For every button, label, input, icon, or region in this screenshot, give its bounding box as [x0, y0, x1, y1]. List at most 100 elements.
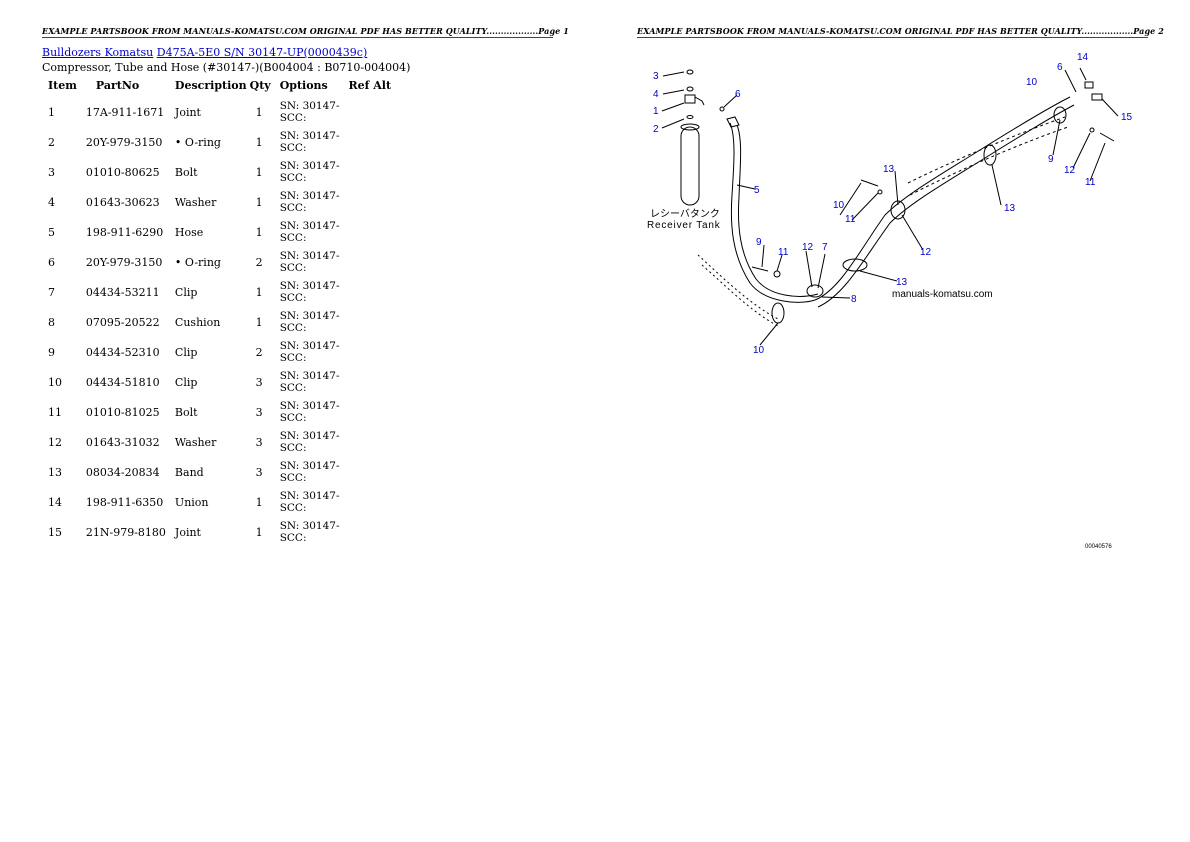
description-cell: Bolt [174, 165, 198, 179]
description-cell: Joint [174, 525, 201, 539]
options-scc: SCC: [279, 262, 307, 274]
bolt-11-b [860, 179, 879, 187]
partno-cell: 17A-911-1671 [85, 105, 165, 119]
options-cell: SN: 30147-SCC: [274, 457, 343, 487]
item-cell: 3 [48, 165, 55, 179]
bolt-11-c [1099, 132, 1115, 142]
item-cell: 9 [48, 345, 55, 359]
column-header-qty: Qty [249, 78, 271, 92]
partno-cell: 01010-81025 [85, 405, 160, 419]
options-sn: SN: 30147- [279, 370, 340, 382]
band-13-a [842, 258, 868, 272]
item-cell: 4 [48, 195, 55, 209]
washer-part [686, 86, 694, 92]
hose-line-b [736, 124, 819, 297]
options-scc: SCC: [279, 322, 307, 334]
qty-cell: 1 [255, 135, 263, 149]
options-scc: SCC: [279, 532, 307, 544]
column-header-options: Options [279, 78, 328, 92]
partno-cell: 198-911-6350 [85, 495, 164, 509]
callout-number: 3 [653, 71, 659, 82]
breadcrumb-link-bulldozers[interactable]: Bulldozers Komatsu [42, 46, 154, 59]
callout-number: 4 [653, 89, 659, 100]
options-cell: SN: 30147-SCC: [274, 97, 343, 127]
callout-number: 10 [833, 200, 845, 211]
receiver-tank-body [680, 126, 700, 206]
joint-part [684, 94, 696, 104]
options-scc: SCC: [279, 292, 307, 304]
item-cell: 13 [48, 465, 62, 479]
options-sn: SN: 30147- [279, 520, 340, 532]
qty-cell: 2 [255, 255, 263, 269]
options-sn: SN: 30147- [279, 130, 340, 142]
ref-alt-cell [343, 397, 395, 427]
callout-number: 14 [1077, 52, 1089, 63]
options-cell: SN: 30147-SCC: [274, 217, 343, 247]
options-cell: SN: 30147-SCC: [274, 127, 343, 157]
clip-9 [1053, 106, 1067, 124]
callout-number: 10 [1026, 77, 1038, 88]
qty-cell: 1 [255, 525, 263, 539]
qty-cell: 1 [255, 105, 263, 119]
partno-cell: 01643-30623 [85, 195, 160, 209]
options-scc: SCC: [279, 202, 307, 214]
partno-cell: 08034-20834 [85, 465, 160, 479]
options-scc: SCC: [279, 502, 307, 514]
ref-alt-cell [343, 247, 395, 277]
description-cell: Bolt [174, 405, 198, 419]
ref-alt-cell [343, 487, 395, 517]
options-sn: SN: 30147- [279, 190, 340, 202]
partno-cell: 04434-52310 [85, 345, 160, 359]
item-cell: 15 [48, 525, 62, 539]
page-subtitle: Compressor, Tube and Hose (#30147-)(B004… [42, 61, 411, 74]
options-scc: SCC: [279, 112, 307, 124]
description-cell: Clip [174, 375, 198, 389]
oring-part-6 [719, 106, 725, 112]
table-header-row: Item PartNo Description Qty Options Ref … [42, 76, 394, 97]
dashed-pipe-1 [697, 254, 781, 321]
options-scc: SCC: [279, 472, 307, 484]
item-cell: 11 [48, 405, 62, 419]
parts-table: Item PartNo Description Qty Options Ref … [42, 76, 394, 547]
column-header-ref-alt: Ref Alt [348, 78, 392, 92]
breadcrumb-link-model[interactable]: D475A-5E0 S/N 30147-UP(0000439c) [156, 46, 368, 59]
description-cell: Joint [174, 105, 201, 119]
main-tube-b [817, 104, 1075, 308]
options-cell: SN: 30147-SCC: [274, 157, 343, 187]
ref-alt-cell [343, 127, 395, 157]
description-cell: Hose [174, 225, 204, 239]
options-cell: SN: 30147-SCC: [274, 487, 343, 517]
partno-cell: 04434-53211 [85, 285, 160, 299]
parts-diagram: レシーバタンク Receiver Tank manuals-komatsu.co… [640, 45, 1160, 555]
options-sn: SN: 30147- [279, 280, 340, 292]
callout-number: 12 [1064, 165, 1076, 176]
main-tube-a [814, 96, 1071, 301]
watermark: manuals-komatsu.com [892, 289, 993, 300]
ref-alt-cell [343, 427, 395, 457]
description-cell: Clip [174, 285, 198, 299]
joint-elbow [694, 96, 705, 106]
callout-number: 15 [1121, 112, 1133, 123]
qty-cell: 1 [255, 315, 263, 329]
qty-cell: 1 [255, 285, 263, 299]
callout-number: 13 [1004, 203, 1016, 214]
page-1-header: EXAMPLE PARTSBOOK FROM MANUALS-KOMATSU.C… [42, 26, 569, 38]
receiver-tank-label-en: Receiver Tank [647, 220, 721, 231]
dashed-pipe-4 [909, 126, 1069, 196]
ref-alt-cell [343, 97, 395, 127]
qty-cell: 3 [255, 465, 263, 479]
callout-number: 13 [883, 164, 895, 175]
options-sn: SN: 30147- [279, 160, 340, 172]
callout-number: 6 [735, 89, 741, 100]
item-cell: 6 [48, 255, 55, 269]
dashed-pipe-3 [907, 116, 1066, 184]
description-cell: • O-ring [174, 135, 221, 149]
item-cell: 14 [48, 495, 62, 509]
